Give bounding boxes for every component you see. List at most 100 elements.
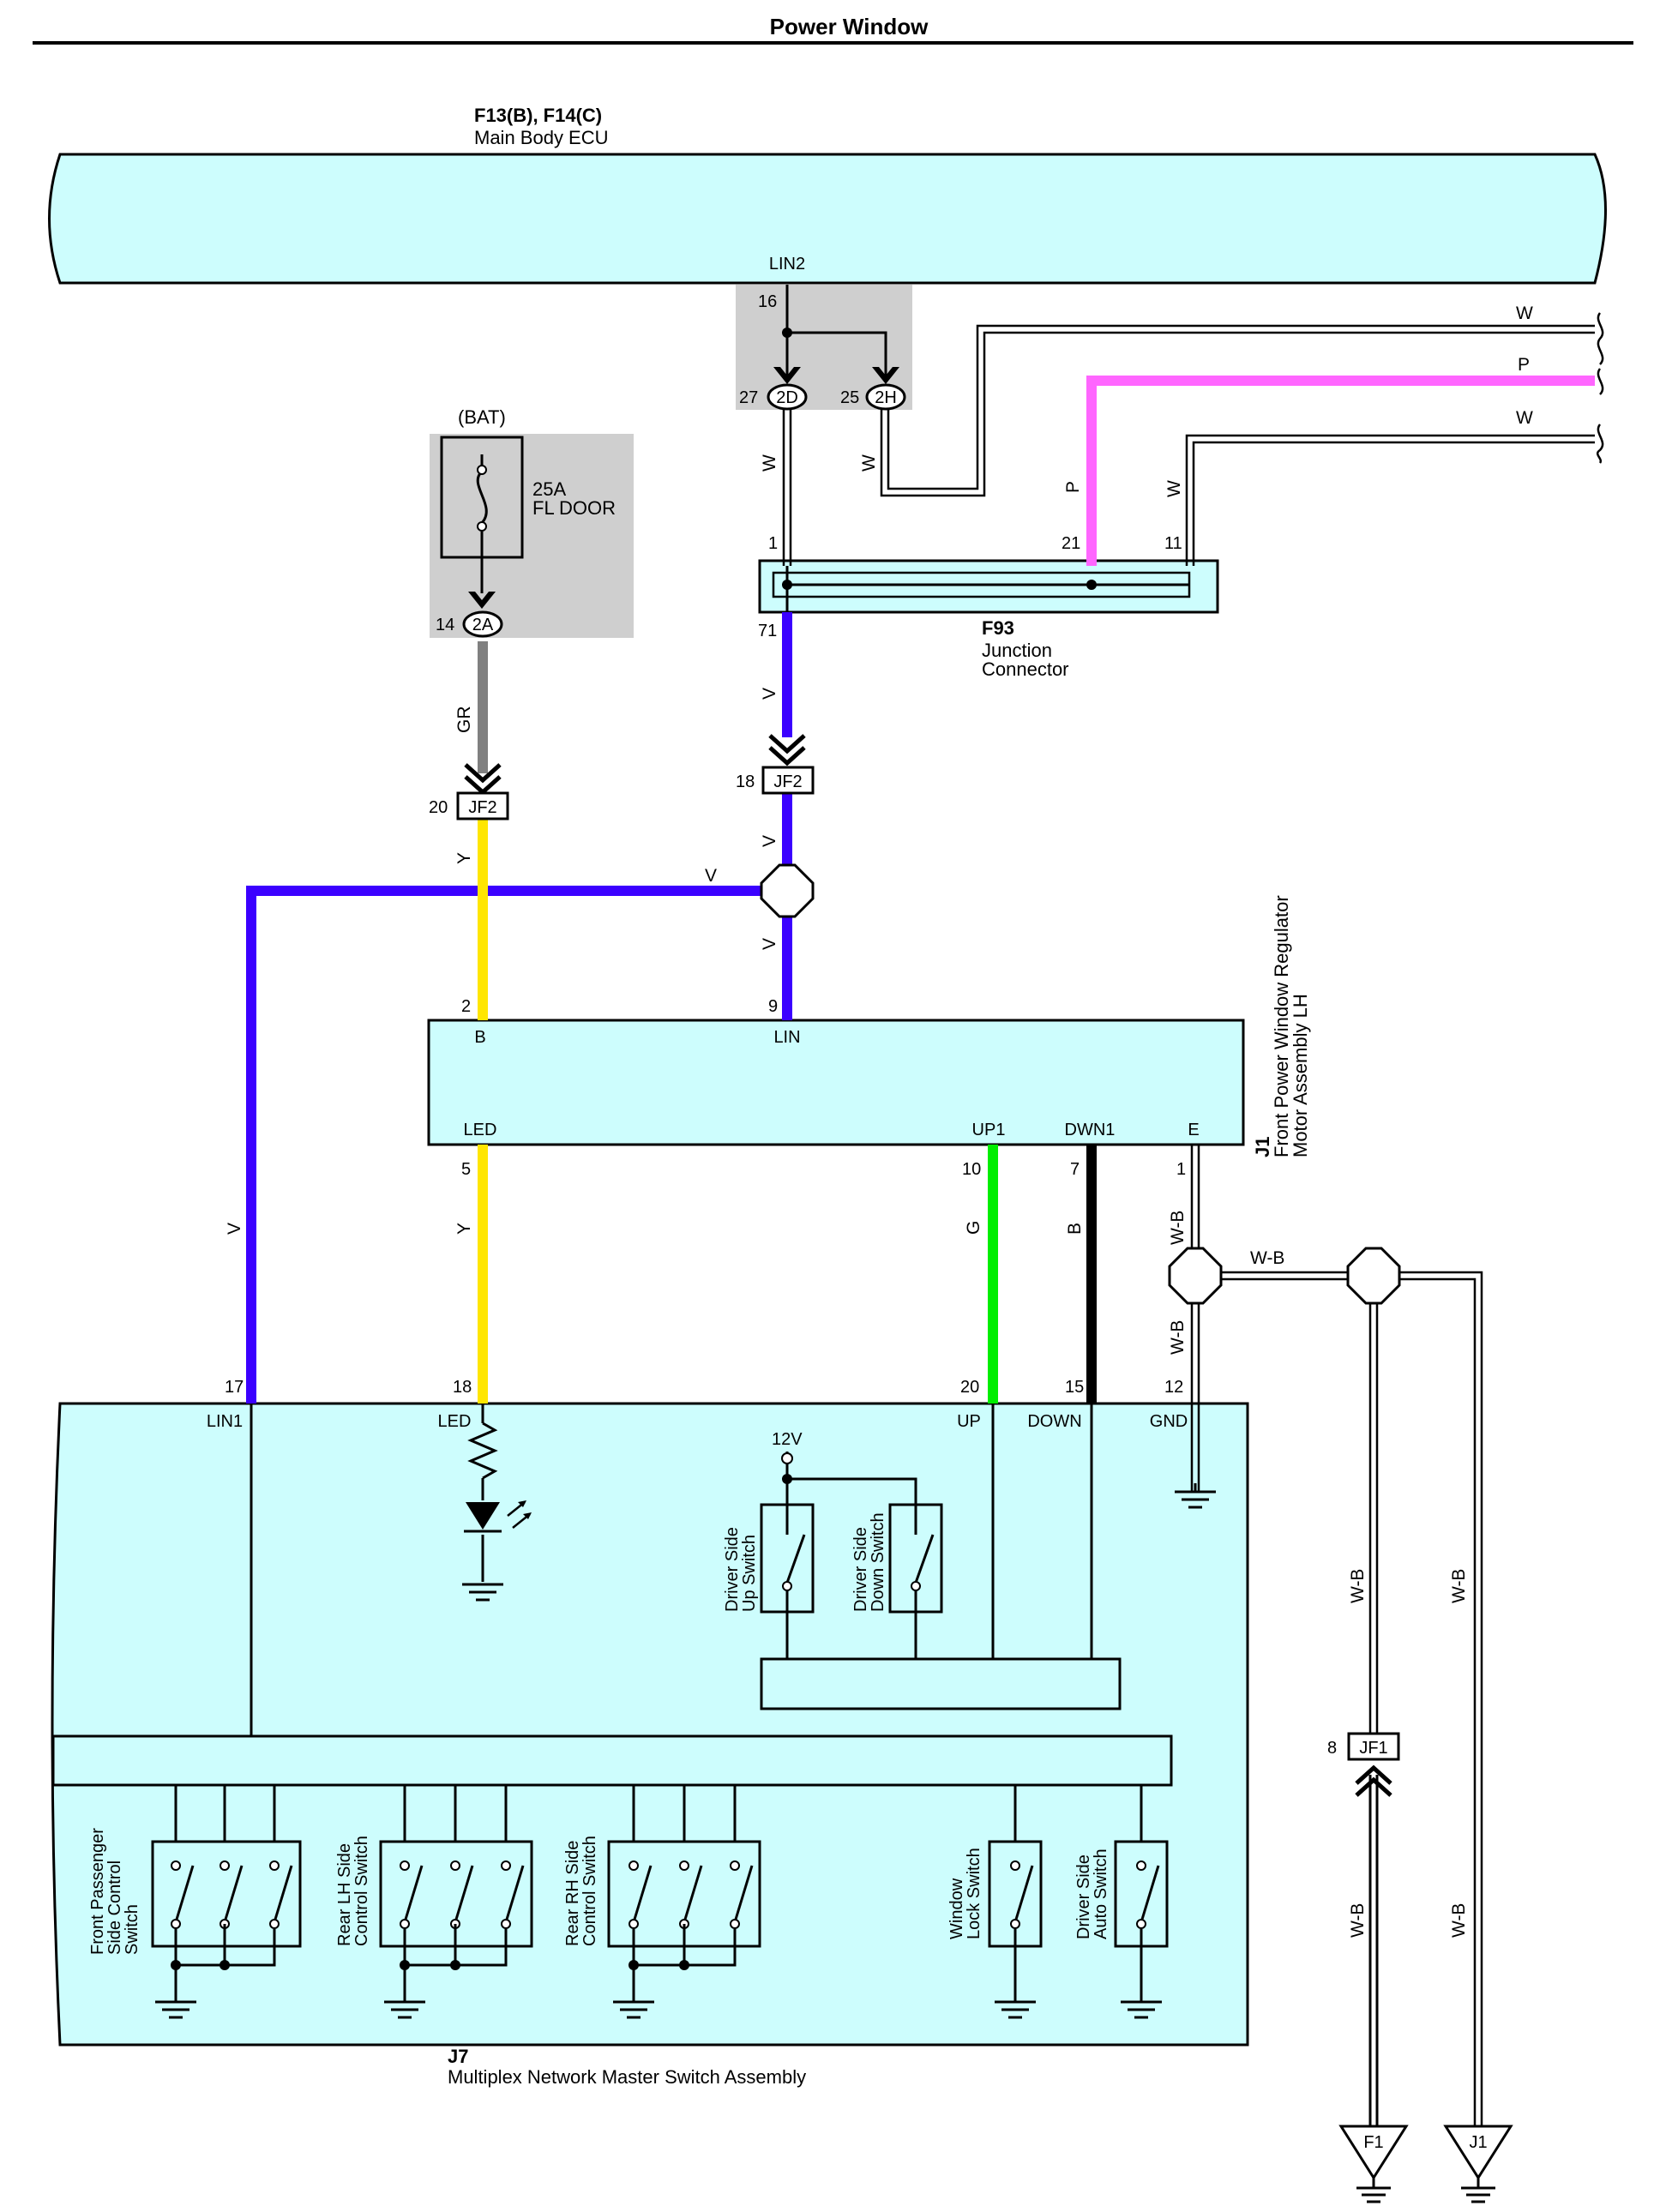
sw-lock-label-2: Lock Switch bbox=[965, 1848, 983, 1939]
fuse-name: FL DOOR bbox=[532, 497, 616, 519]
ground-f1-label: F1 bbox=[1363, 2133, 1383, 2152]
motor-t-up: UP1 bbox=[972, 1121, 1006, 1139]
wire-w-junction-lower bbox=[1185, 434, 1595, 566]
ground-f1 bbox=[1338, 2125, 1409, 2180]
master-code: J7 bbox=[448, 2046, 468, 2067]
wire-wb-horizontal bbox=[1216, 1271, 1483, 2126]
sw-down-label-2: Down Switch bbox=[869, 1512, 887, 1612]
master-t-led: LED bbox=[438, 1412, 472, 1431]
wire-violet-lin1 bbox=[246, 886, 767, 1404]
motor-t-led: LED bbox=[464, 1121, 497, 1139]
branch-dot bbox=[782, 328, 792, 338]
master-t-down: DOWN bbox=[1027, 1412, 1081, 1431]
motor-name1: Front Power Window Regulator bbox=[1271, 895, 1292, 1157]
pin-1-motor: 1 bbox=[1176, 1160, 1186, 1179]
conn-2a bbox=[462, 610, 503, 638]
junction-name1: Junction bbox=[982, 640, 1052, 661]
pin-20-master: 20 bbox=[960, 1378, 979, 1397]
conn-2d bbox=[767, 383, 808, 411]
junction-dot-1 bbox=[782, 580, 792, 590]
splice-node-wb-1 bbox=[1168, 1247, 1223, 1305]
pin-18-jf2: 18 bbox=[736, 772, 755, 791]
wire-label-w-vert: W bbox=[1164, 480, 1184, 497]
wire-label-p-top: P bbox=[1518, 355, 1530, 375]
wire-label-v-2: V bbox=[760, 835, 779, 847]
sw-auto-label-1: Driver Side bbox=[1074, 1854, 1093, 1939]
ground-led bbox=[462, 1583, 503, 1602]
wire-w-2h-upper bbox=[880, 324, 1595, 497]
ground-master-gnd bbox=[1175, 1483, 1216, 1509]
ecu-name: Main Body ECU bbox=[474, 127, 609, 148]
arrow-jf1 bbox=[1355, 1764, 1392, 1797]
sw-up-label-2: Up Switch bbox=[740, 1535, 759, 1612]
motor-name2: Motor Assembly LH bbox=[1290, 994, 1311, 1157]
conn-2d-label: 2D bbox=[776, 388, 798, 407]
sw-rlh-label-1: Rear LH Side bbox=[335, 1843, 354, 1946]
arrow-2h bbox=[872, 367, 899, 384]
wire-label-v-3: V bbox=[760, 938, 779, 950]
junction-connector bbox=[758, 559, 1219, 614]
switch-driver-up-node bbox=[782, 1581, 792, 1591]
arrow-2d bbox=[773, 367, 801, 384]
fuse-shade bbox=[430, 434, 634, 638]
pin-10: 10 bbox=[962, 1160, 981, 1179]
fuse-node-bot bbox=[477, 521, 487, 532]
fuse-source: (BAT) bbox=[458, 406, 506, 428]
fuse-rating: 25A bbox=[532, 478, 566, 500]
splice-node-wb-2 bbox=[1346, 1247, 1401, 1305]
conn-2h bbox=[865, 383, 906, 411]
master-12v: 12V bbox=[772, 1430, 803, 1449]
master-name: Multiplex Network Master Switch Assembly bbox=[448, 2066, 806, 2088]
pin-2: 2 bbox=[461, 997, 471, 1016]
sw-auto-label-2: Auto Switch bbox=[1092, 1848, 1110, 1939]
sw-rrh-label-2: Control Switch bbox=[580, 1836, 599, 1946]
master-logic-block bbox=[760, 1657, 1122, 1710]
pin-12: 12 bbox=[1164, 1378, 1183, 1397]
ground-j1 bbox=[1443, 2125, 1513, 2180]
wire-label-y-1: Y bbox=[454, 852, 474, 864]
dot-12v bbox=[782, 1474, 792, 1484]
sw-fp-label-1: Front Passenger bbox=[88, 1828, 107, 1955]
master-bus-bar bbox=[51, 1734, 1173, 1787]
pin-27: 27 bbox=[739, 388, 758, 407]
motor-t-e: E bbox=[1188, 1121, 1199, 1139]
main-body-ecu bbox=[48, 153, 1607, 285]
pin-21: 21 bbox=[1062, 534, 1080, 553]
master-t-lin1: LIN1 bbox=[207, 1412, 243, 1431]
pin-1-junction: 1 bbox=[768, 534, 778, 553]
master-t-up: UP bbox=[957, 1412, 981, 1431]
wire-label-b: B bbox=[1065, 1223, 1085, 1235]
sw-rrh-label-1: Rear RH Side bbox=[563, 1841, 582, 1946]
wire-label-wb-3: W-B bbox=[1348, 1569, 1368, 1603]
sw-rlh-label-2: Control Switch bbox=[352, 1836, 371, 1946]
jf1-label: JF1 bbox=[1359, 1739, 1387, 1758]
arrow-2a bbox=[468, 592, 496, 609]
ground-j1-label: J1 bbox=[1469, 2133, 1487, 2152]
pin-71: 71 bbox=[758, 622, 777, 640]
pin-15: 15 bbox=[1065, 1378, 1084, 1397]
master-switch-assembly bbox=[51, 1402, 1249, 2047]
pin-20-jf2: 20 bbox=[429, 798, 448, 817]
led-icon bbox=[464, 1500, 532, 1533]
jf2-b-label: JF2 bbox=[773, 772, 802, 791]
pin-14: 14 bbox=[436, 616, 454, 634]
wire-label-y-2: Y bbox=[454, 1223, 474, 1235]
wire-label-v-1: V bbox=[760, 688, 779, 700]
wire-label-w-top: W bbox=[1516, 304, 1533, 323]
motor-code: J1 bbox=[1252, 1137, 1273, 1157]
pin-11: 11 bbox=[1164, 534, 1182, 553]
bottom-grounds bbox=[155, 2000, 1162, 2019]
wire-label-w-mid: W bbox=[1516, 408, 1533, 428]
sw-lock-label-1: Window bbox=[947, 1878, 966, 1939]
wire-label-v-h: V bbox=[705, 866, 717, 886]
wire-label-wb-6: W-B bbox=[1449, 1903, 1469, 1938]
master-t-gnd: GND bbox=[1150, 1412, 1188, 1431]
splice-node-violet bbox=[760, 863, 815, 918]
motor-t-dwn: DWN1 bbox=[1065, 1121, 1116, 1139]
jf2-b-box bbox=[761, 766, 815, 795]
page-title: Power Window bbox=[770, 14, 929, 39]
pin-5: 5 bbox=[461, 1160, 471, 1179]
conn-2h-label: 2H bbox=[875, 388, 897, 407]
wire-label-wb-1: W-B bbox=[1168, 1211, 1188, 1245]
